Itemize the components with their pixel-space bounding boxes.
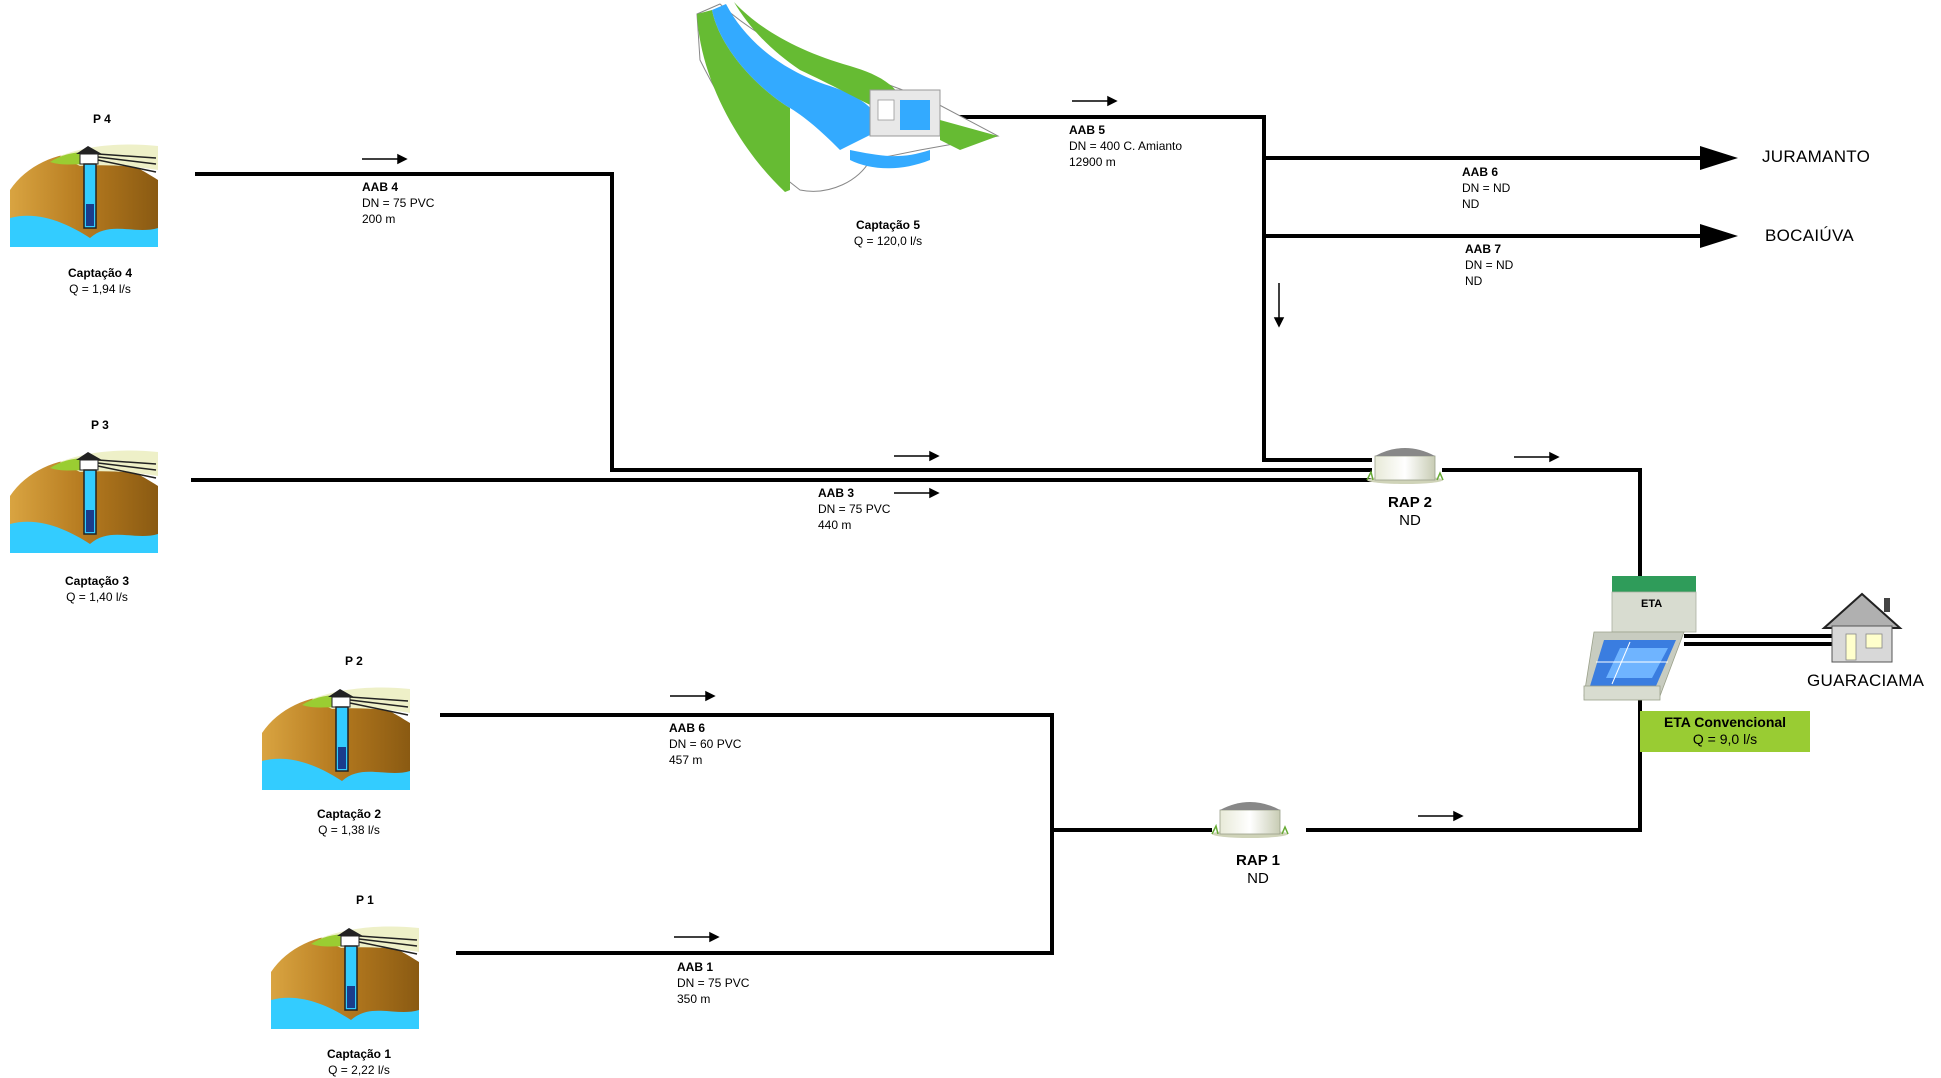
capture-1-flow: Q = 2,22 l/s: [328, 1063, 390, 1077]
pipe-aab6-top-name: AAB 6: [1462, 165, 1499, 179]
capture-2-name: Captação 2: [316, 807, 382, 821]
rap1-tank-icon: [1211, 801, 1289, 839]
capture-4-flow: Q = 1,94 l/s: [69, 282, 131, 296]
pipe-aab1-dn: DN = 75 PVC: [677, 976, 750, 990]
eta-flow: Q = 9,0 l/s: [1692, 731, 1758, 747]
well-code-p2: P 2: [345, 654, 363, 668]
eta-label: ETA Convencional Q = 9,0 l/s: [1640, 711, 1810, 752]
arrow-bocaiuva: [1700, 224, 1738, 248]
pipe-aab1-length: 350 m: [677, 992, 711, 1006]
pipe-aab6-bottom-label: AAB 6 DN = 60 PVC 457 m: [669, 720, 741, 768]
pipe-aab4-dn: DN = 75 PVC: [362, 196, 435, 210]
rap2-tank-icon: [1366, 447, 1444, 485]
pipe-aab6-bottom: [440, 713, 1054, 955]
capture-2-label: Captação 2 Q = 1,38 l/s: [299, 806, 399, 838]
destination-guaraciama: GUARACIAMA: [1807, 671, 1925, 690]
pipe-aab4-label: AAB 4 DN = 75 PVC 200 m: [362, 179, 434, 227]
well-code-p4: P 4: [93, 112, 111, 126]
well-p1-icon: [270, 925, 420, 1030]
pipe-aab4-name: AAB 4: [362, 180, 399, 194]
rap2-name: RAP 2: [1388, 494, 1432, 511]
capture-1-name: Captação 1: [326, 1047, 392, 1061]
pipe-aab6-top-label: AAB 6 DN = ND ND: [1462, 164, 1510, 212]
pipe-eta-guaraciama: [1684, 634, 1842, 646]
pipe-network: [191, 115, 1702, 955]
capture-5-flow: Q = 120,0 l/s: [853, 234, 923, 248]
pipe-aab6-top-length: ND: [1462, 197, 1480, 211]
house-icon: [1821, 592, 1903, 663]
pipe-aab7-dn: DN = ND: [1465, 258, 1514, 272]
pipe-aab5-length: 12900 m: [1069, 155, 1116, 169]
capture-4-label: Captação 4 Q = 1,94 l/s: [50, 265, 150, 297]
capture-3-flow: Q = 1,40 l/s: [66, 590, 128, 604]
well-p4-icon: [9, 143, 159, 248]
pipe-aab5-dn: DN = 400 C. Amianto: [1069, 139, 1183, 153]
capture-5-label: Captação 5 Q = 120,0 l/s: [838, 217, 938, 249]
pipe-aab6-bottom-dn: DN = 60 PVC: [669, 737, 742, 751]
rap1-label: RAP 1 ND: [1218, 852, 1298, 888]
capture-3-name: Captação 3: [64, 574, 130, 588]
pipe-aab3-dn: DN = 75 PVC: [818, 502, 891, 516]
pipe-aab4: [195, 172, 1372, 472]
pipe-aab6-top-dn: DN = ND: [1462, 181, 1511, 195]
well-p3-icon: [9, 449, 159, 554]
well-code-p1: P 1: [356, 893, 374, 907]
pipe-aab7-label: AAB 7 DN = ND ND: [1465, 241, 1513, 289]
rap1-capacity: ND: [1247, 870, 1269, 887]
pipe-aab6-bottom-length: 457 m: [669, 753, 703, 767]
flow-arrows: [362, 95, 1560, 943]
pipe-aab7-length: ND: [1465, 274, 1483, 288]
capture-4-name: Captação 4: [67, 266, 133, 280]
destination-bocaiuva: BOCAIÚVA: [1765, 226, 1854, 245]
eta-sign: ETA: [1641, 598, 1663, 610]
pipe-aab4-length: 200 m: [362, 212, 396, 226]
rap1-name: RAP 1: [1236, 852, 1280, 869]
pipe-aab3-length: 440 m: [818, 518, 852, 532]
rap2-capacity: ND: [1399, 512, 1421, 529]
pipe-aab6-bottom-name: AAB 6: [669, 721, 706, 735]
eta-building-icon: [1583, 576, 1697, 701]
destination-juramanto: JURAMANTO: [1762, 147, 1871, 166]
pipe-aab1-label: AAB 1 DN = 75 PVC 350 m: [677, 959, 749, 1007]
pipe-aab7-name: AAB 7: [1465, 242, 1502, 256]
arrow-juramanto: [1700, 146, 1738, 170]
well-code-p3: P 3: [91, 418, 109, 432]
pipe-rap1-eta: [1306, 698, 1642, 832]
pipe-aab3-label: AAB 3 DN = 75 PVC 440 m: [818, 485, 890, 533]
capture-3-label: Captação 3 Q = 1,40 l/s: [47, 573, 147, 605]
pipe-aab5: [938, 115, 1372, 462]
pipe-rap2-eta: [1442, 468, 1642, 578]
capture-5-name: Captação 5: [855, 218, 921, 232]
pipe-aab5-label: AAB 5 DN = 400 C. Amianto 12900 m: [1069, 122, 1182, 170]
capture-1-label: Captação 1 Q = 2,22 l/s: [309, 1046, 409, 1078]
capture-2-flow: Q = 1,38 l/s: [318, 823, 380, 837]
well-p2-icon: [261, 686, 411, 791]
eta-type: ETA Convencional: [1663, 714, 1787, 730]
dam-capture-icon: [696, 2, 1000, 192]
rap2-label: RAP 2 ND: [1370, 494, 1450, 530]
pipe-aab3-name: AAB 3: [818, 486, 855, 500]
pipe-aab1-name: AAB 1: [677, 960, 714, 974]
pipe-aab5-name: AAB 5: [1069, 123, 1106, 137]
